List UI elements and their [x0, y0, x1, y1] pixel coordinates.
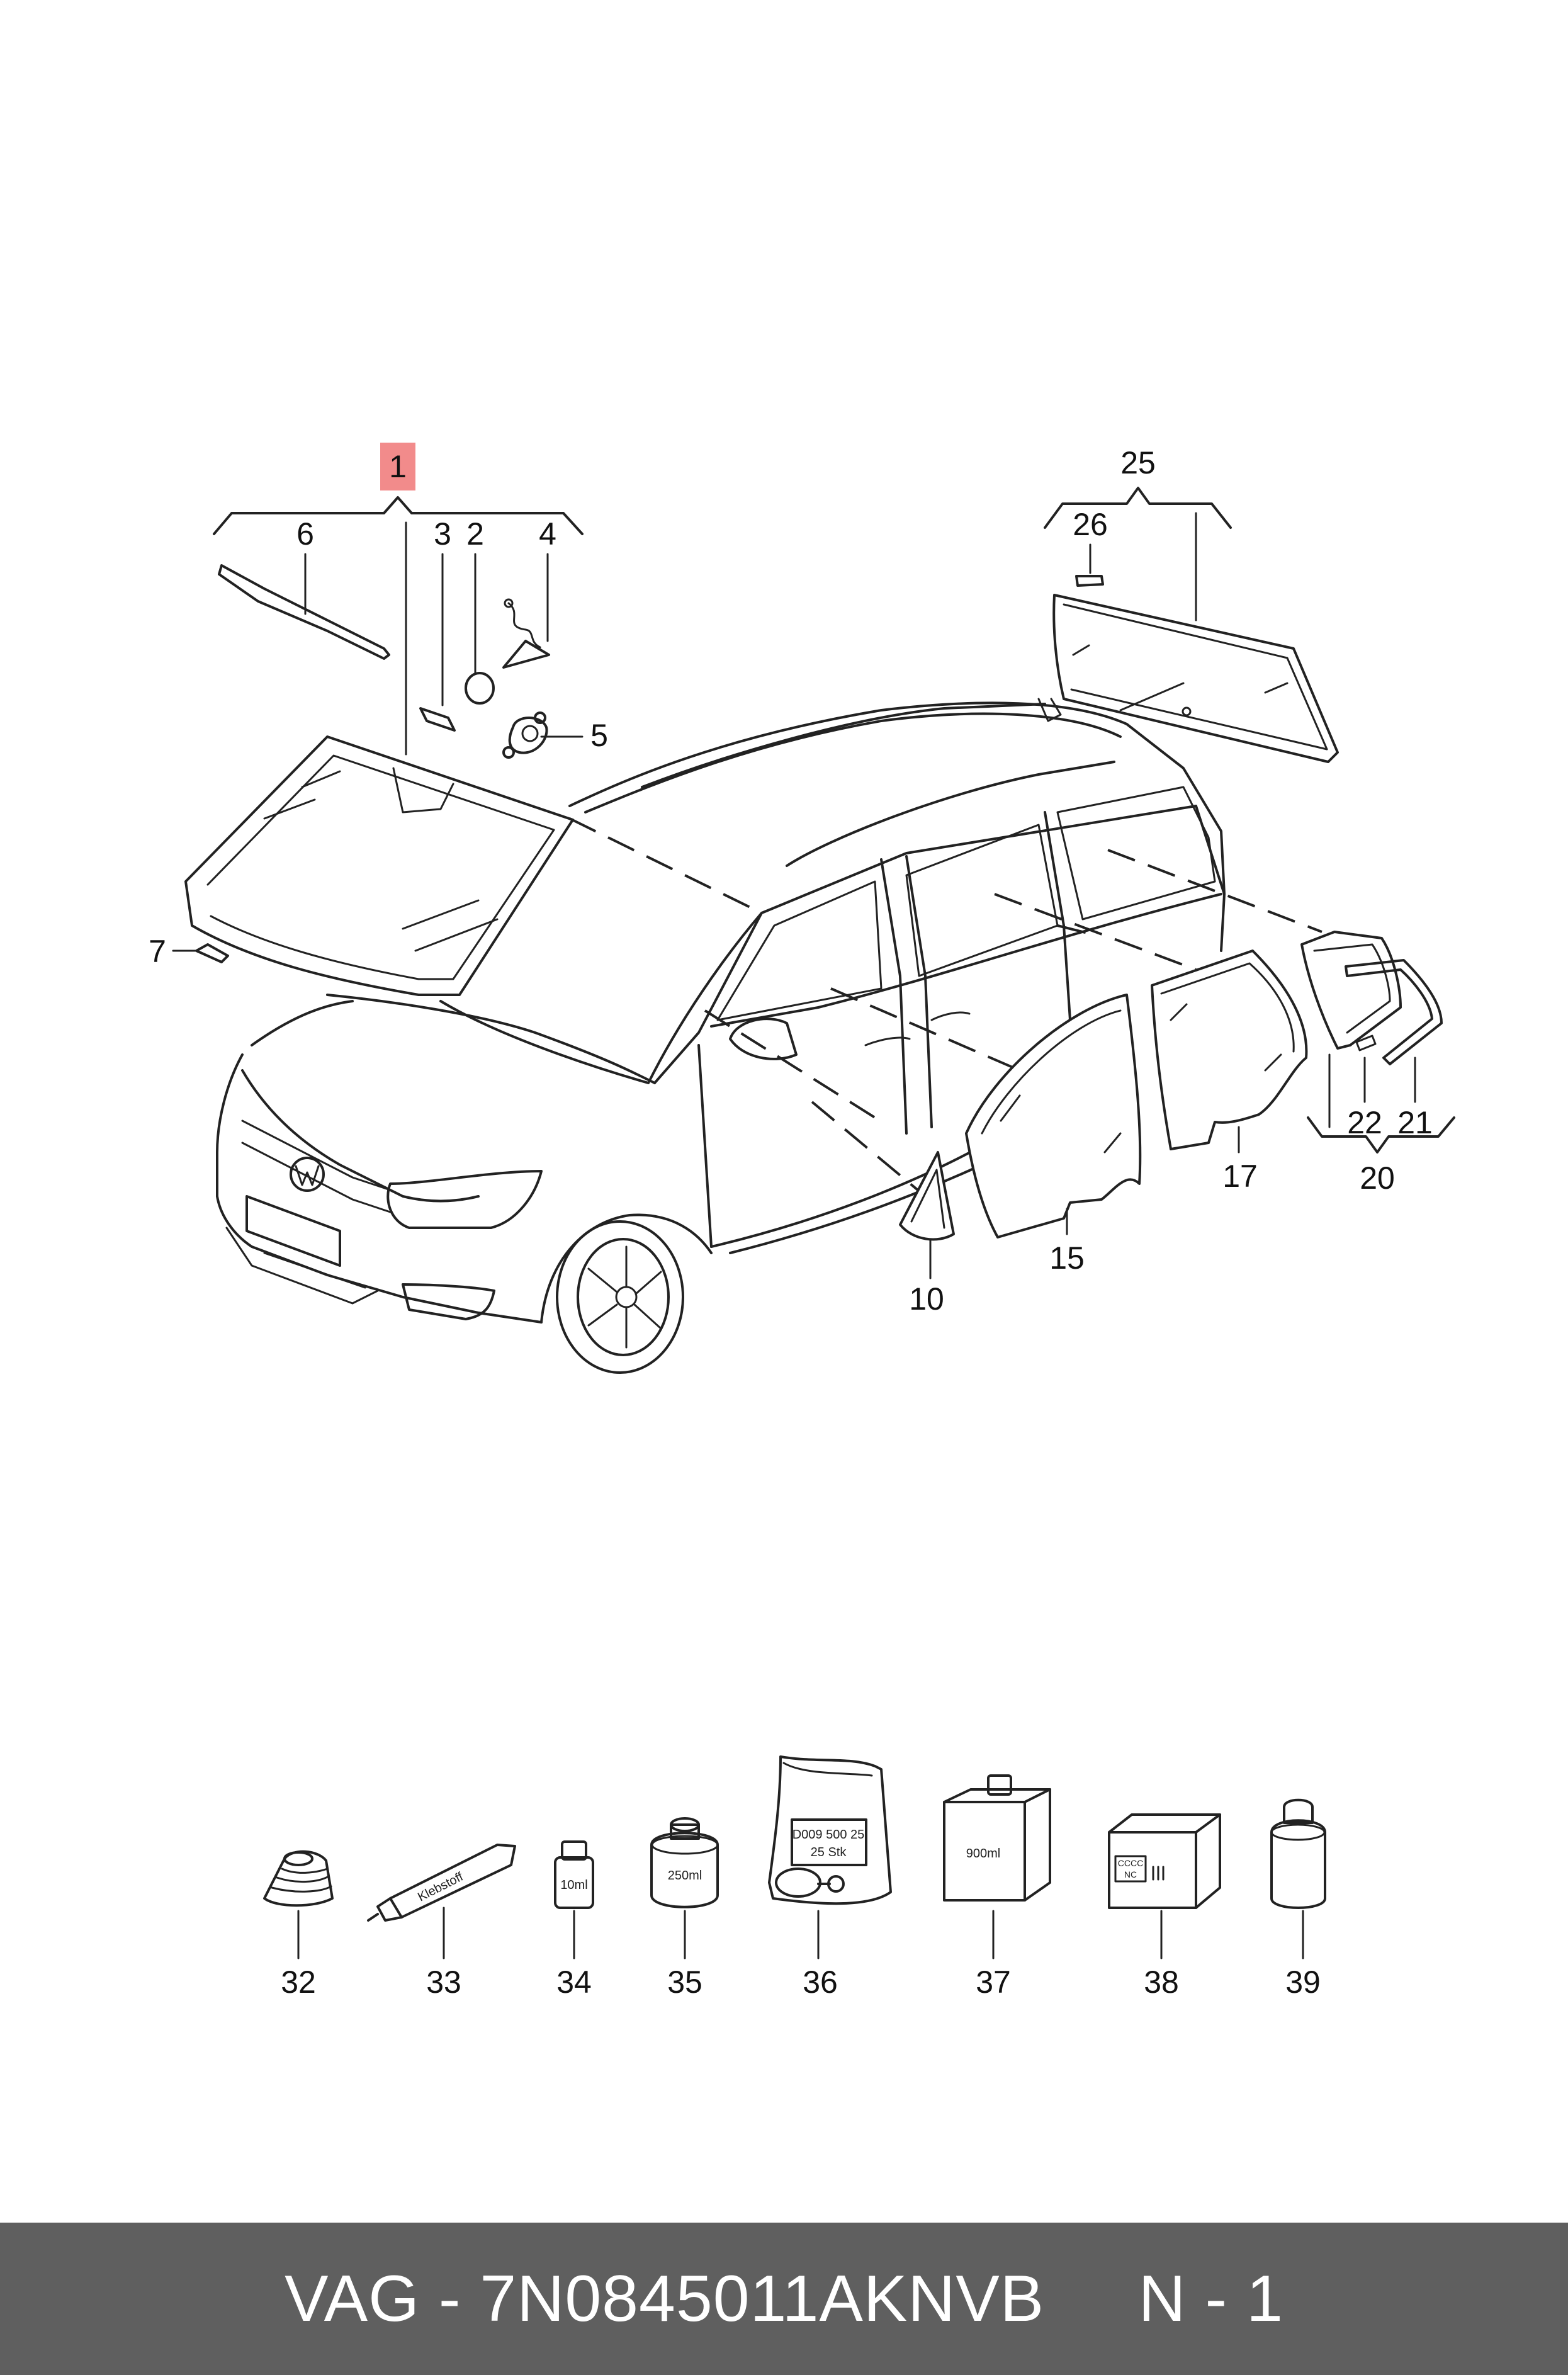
box-label-line2: NC	[1124, 1869, 1137, 1879]
front-quarter-glass	[899, 1151, 955, 1241]
primer-vial: 10ml	[554, 1840, 594, 1909]
mirror-cover-with-cable	[502, 598, 550, 669]
bracket-1	[213, 496, 584, 535]
callout-38[interactable]: 38	[1144, 1964, 1179, 2000]
callout-3[interactable]: 3	[434, 516, 451, 552]
cleaner-bottle: 900ml	[943, 1774, 1051, 1902]
footer-bar: VAG - 7N0845011AKNVB N - 1	[0, 2223, 1568, 2375]
callout-5[interactable]: 5	[590, 718, 608, 753]
applicator-bag: D009 500 25 25 Stk	[768, 1755, 892, 1905]
callout-34[interactable]: 34	[556, 1964, 592, 2000]
callout-39[interactable]: 39	[1285, 1964, 1321, 2000]
callout-21[interactable]: 21	[1397, 1105, 1433, 1140]
adhesive-tube: Klebstoff	[367, 1844, 516, 1922]
rear-window	[1052, 594, 1339, 763]
vial-label: 10ml	[560, 1878, 587, 1892]
rear-window-clip	[1075, 575, 1104, 587]
trim-clip	[195, 943, 229, 963]
callout-35[interactable]: 35	[667, 1964, 702, 2000]
adhesive-box: CCCC NC	[1108, 1813, 1221, 1909]
windscreen	[184, 735, 574, 996]
front-door-glass	[965, 994, 1142, 1239]
bag-label-line2: 25 Stk	[811, 1845, 847, 1859]
parts-diagram: 1 6 3 2 4 5 7	[149, 443, 1455, 2000]
callout-26[interactable]: 26	[1073, 507, 1108, 542]
windscreen-trim-strip	[218, 564, 390, 660]
callout-32[interactable]: 32	[281, 1964, 316, 2000]
callout-6[interactable]: 6	[296, 516, 314, 552]
callout-1-highlight	[380, 443, 415, 490]
callout-17[interactable]: 17	[1222, 1159, 1258, 1194]
primer-can: 250ml	[650, 1817, 719, 1908]
callout-20[interactable]: 20	[1360, 1160, 1395, 1196]
bag-label-line1: D009 500 25	[792, 1828, 865, 1842]
rain-light-sensor	[502, 711, 548, 759]
callout-22[interactable]: 22	[1347, 1105, 1382, 1140]
sensor-gel-pad	[465, 672, 495, 705]
callout-36[interactable]: 36	[803, 1964, 838, 2000]
can-label: 250ml	[668, 1869, 702, 1883]
bracket-25	[1044, 487, 1232, 529]
sealing-grommet	[263, 1850, 334, 1907]
footer-part-number: VAG - 7N0845011AKNVB N - 1	[285, 2262, 1283, 2335]
callout-2[interactable]: 2	[466, 516, 484, 552]
callout-33[interactable]: 33	[426, 1964, 461, 2000]
callout-7[interactable]: 7	[149, 934, 166, 969]
box-label-line1: CCCC	[1118, 1858, 1143, 1868]
callout-15[interactable]: 15	[1049, 1240, 1085, 1276]
vehicle-outline	[216, 698, 1226, 1374]
rain-sensor-pad	[419, 707, 456, 732]
leader-lines	[569, 817, 1323, 1198]
activator-bottle	[1270, 1798, 1326, 1909]
callout-25[interactable]: 25	[1120, 445, 1156, 480]
callout-1[interactable]: 1	[389, 449, 407, 484]
bottle-label: 900ml	[966, 1847, 1000, 1861]
callout-37[interactable]: 37	[976, 1964, 1011, 2000]
rear-quarter-glass	[1300, 931, 1443, 1065]
bracket-20	[1307, 1116, 1455, 1153]
rear-door-glass	[1151, 949, 1308, 1150]
callout-4[interactable]: 4	[539, 516, 556, 552]
callout-10[interactable]: 10	[909, 1281, 944, 1317]
